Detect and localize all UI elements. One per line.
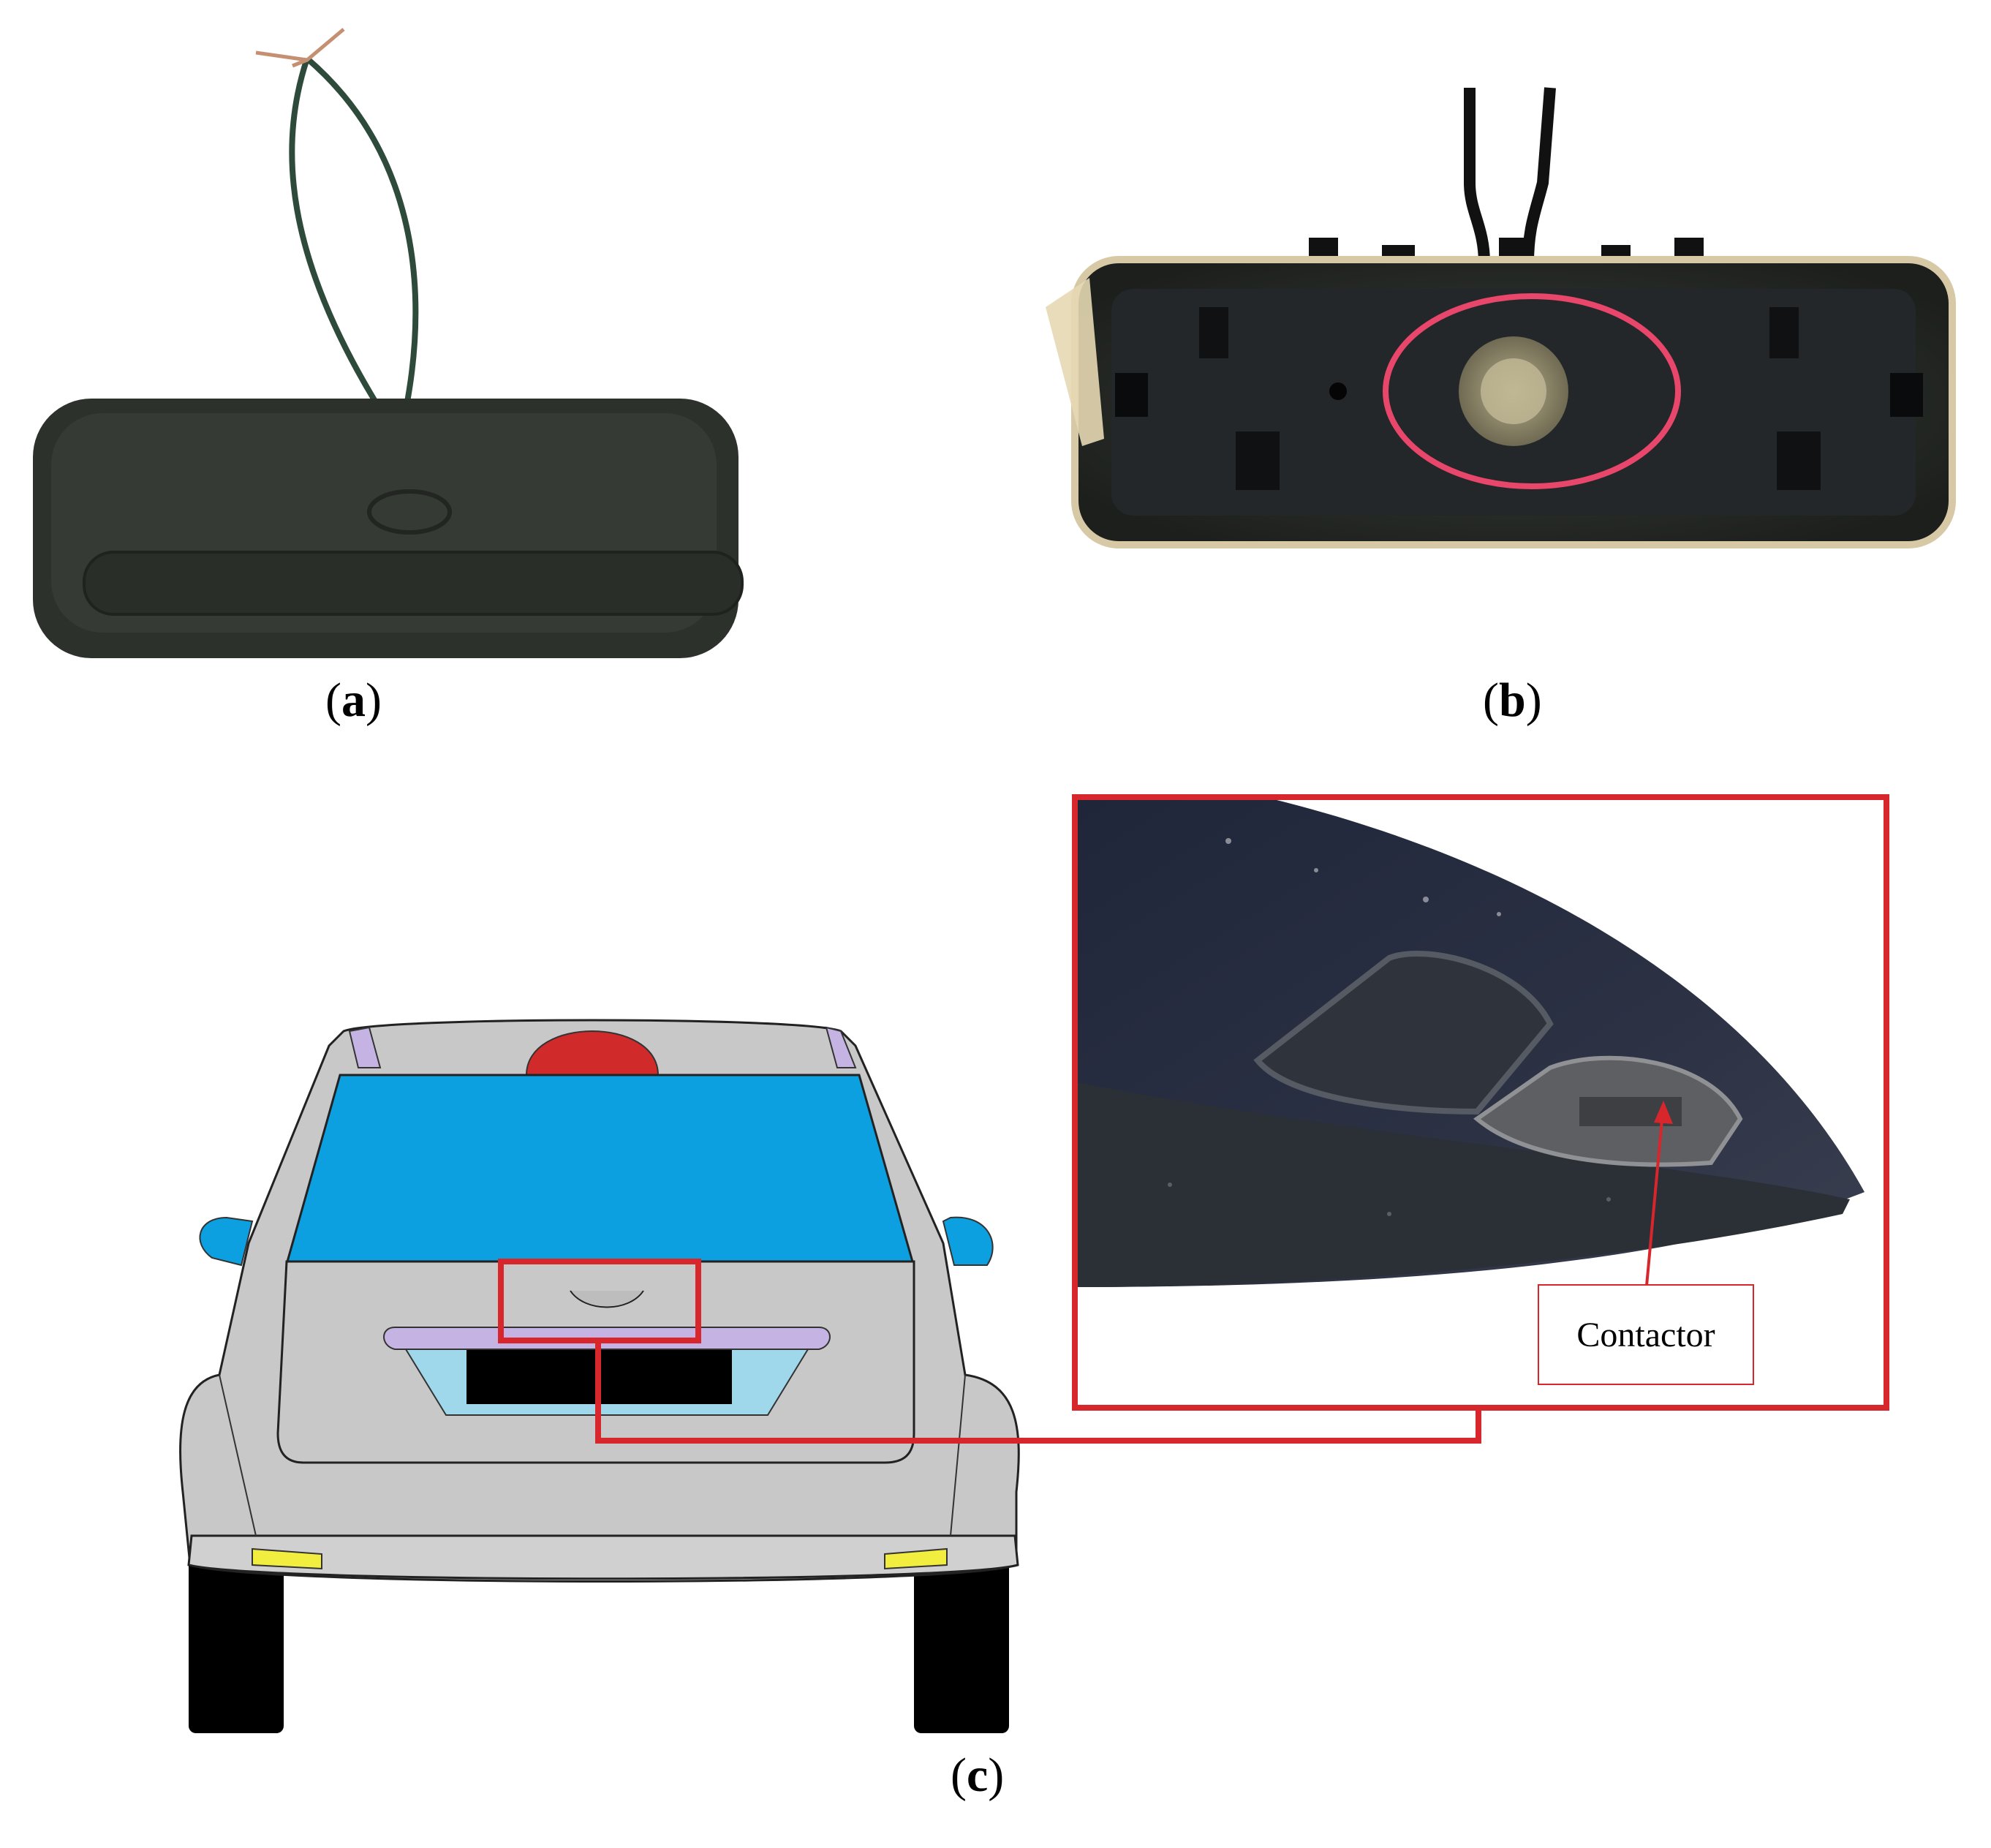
indicator-right xyxy=(884,1547,948,1570)
mirror-left xyxy=(199,1216,254,1267)
switch-ridge xyxy=(83,551,744,616)
wire-right xyxy=(305,56,419,410)
indicator-left xyxy=(252,1547,322,1570)
mirror-right xyxy=(942,1216,994,1266)
closeup-border xyxy=(1072,794,1889,1411)
closeup-photo xyxy=(1075,797,1886,1408)
tire-left xyxy=(189,1558,284,1733)
brake-light xyxy=(525,1030,660,1076)
panel-c-caption: (c) xyxy=(951,1749,1005,1802)
panel-a-caption: (a) xyxy=(325,674,382,727)
panel-b-photo xyxy=(1046,87,1956,548)
panel-a-photo xyxy=(29,28,744,658)
wire-tips xyxy=(255,28,345,68)
rear-bumper xyxy=(187,1534,1019,1580)
panel-b-caption: (b) xyxy=(1483,674,1542,727)
contactor-arrow xyxy=(1645,1104,1665,1286)
contactor-label: Contactor xyxy=(1539,1286,1753,1384)
highlight-ellipse xyxy=(1383,293,1681,489)
logo-icon xyxy=(367,489,452,535)
callout-connector-line xyxy=(595,1340,1481,1444)
tire-right xyxy=(914,1558,1009,1733)
wire-left xyxy=(289,57,383,412)
rear-window xyxy=(286,1074,914,1263)
